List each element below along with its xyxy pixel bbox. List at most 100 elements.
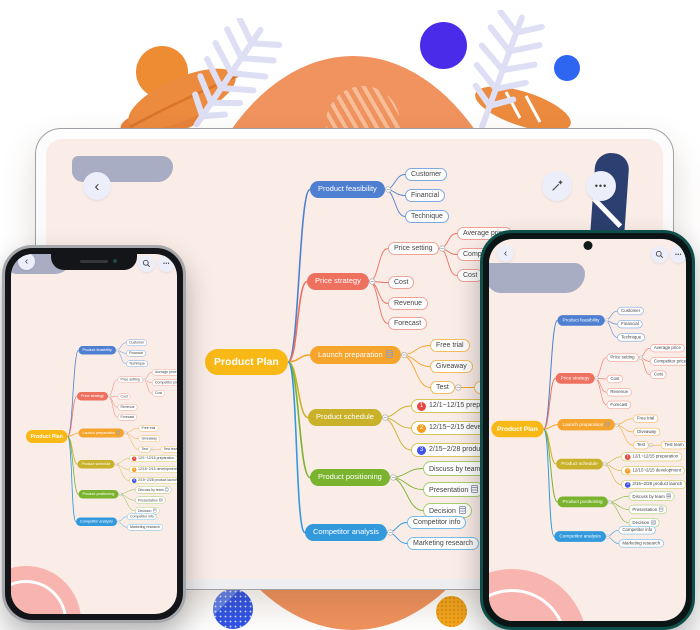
node-price-setting[interactable]: Price setting — [388, 242, 439, 256]
node-revenue[interactable]: Revenue — [117, 404, 138, 411]
node-cost[interactable]: Cost — [606, 374, 624, 384]
node-presentation[interactable]: Presentation — [135, 496, 166, 505]
node-cost[interactable]: Cost — [650, 370, 667, 379]
node-average-price[interactable]: Average price — [152, 369, 177, 376]
node-average-price[interactable]: Average price — [650, 344, 685, 353]
node-product-plan[interactable]: Product Plan — [26, 430, 68, 444]
node-product-feasibility[interactable]: Product feasibility — [557, 315, 605, 326]
node-customer[interactable]: Customer — [126, 339, 148, 347]
magic-wand-button[interactable] — [542, 171, 572, 201]
note-icon — [152, 508, 157, 513]
node-competitor-info[interactable]: Competitor info — [618, 526, 657, 535]
node-forecast[interactable]: Forecast — [606, 400, 632, 409]
more-button[interactable]: ••• — [670, 246, 686, 263]
node-product-positioning[interactable]: Product positioning — [557, 496, 608, 507]
node-launch-preparation[interactable]: Launch preparation — [78, 428, 124, 438]
node-marketing-research[interactable]: Marketing research — [407, 537, 479, 551]
node-financial[interactable]: Financial — [126, 350, 147, 357]
node-presentation[interactable]: Presentation — [423, 482, 485, 498]
node-free-trial[interactable]: Free trial — [430, 339, 470, 353]
search-button[interactable] — [651, 246, 668, 263]
node-competitor-price[interactable]: Competitor price — [152, 379, 177, 387]
node-launch-preparation[interactable]: Launch preparation — [310, 346, 401, 364]
node-discuss-by-team[interactable]: Discuss by team — [628, 491, 675, 501]
node-product-plan[interactable]: Product Plan — [205, 349, 288, 376]
node-competitor-price[interactable]: Competitor price — [650, 357, 686, 366]
node-product-positioning[interactable]: Product positioning — [78, 490, 119, 499]
back-button[interactable]: ‹ — [497, 245, 514, 262]
node-financial[interactable]: Financial — [405, 189, 446, 203]
search-button[interactable] — [138, 255, 155, 272]
pink-blob-decor — [489, 569, 587, 621]
node-financial[interactable]: Financial — [617, 320, 643, 329]
node-price-setting[interactable]: Price setting — [117, 376, 143, 384]
node-competitor-analysis[interactable]: Competitor analysis — [554, 531, 606, 542]
node-marketing-research[interactable]: Marketing research — [127, 524, 163, 531]
note-icon — [471, 484, 479, 493]
node-forecast[interactable]: Forecast — [388, 317, 428, 331]
node-product-feasibility[interactable]: Product feasibility — [310, 181, 385, 198]
node-competitor-analysis[interactable]: Competitor analysis — [305, 524, 387, 541]
note-icon — [605, 421, 610, 427]
node-test-team[interactable]: Test team — [660, 441, 686, 450]
back-button[interactable]: ‹ — [18, 254, 35, 270]
dotted-blue-circle — [213, 589, 253, 629]
node-product-feasibility[interactable]: Product feasibility — [78, 346, 116, 355]
mindmap-connectors — [287, 174, 474, 544]
front-camera — [112, 259, 117, 263]
node-technique[interactable]: Technique — [617, 333, 645, 342]
more-button[interactable]: ••• — [586, 171, 616, 201]
node-product-schedule[interactable]: Product schedule — [77, 460, 115, 469]
node-free-trial[interactable]: Free trial — [138, 425, 159, 432]
node-free-trial[interactable]: Free trial — [633, 414, 659, 423]
node-decision[interactable]: Decision — [423, 503, 472, 519]
node-technique[interactable]: Technique — [405, 210, 449, 224]
node-launch-preparation[interactable]: Launch preparation — [557, 419, 615, 431]
purple-circle-decor — [420, 22, 467, 69]
pink-blob-decor — [11, 566, 81, 614]
node-customer[interactable]: Customer — [405, 168, 448, 182]
node-giveaway[interactable]: Giveaway — [430, 360, 473, 374]
node-marketing-research[interactable]: Marketing research — [618, 539, 664, 548]
priority-badge: 2 — [417, 423, 426, 433]
node-product-positioning[interactable]: Product positioning — [310, 469, 390, 486]
node-product-plan[interactable]: Product Plan — [491, 420, 544, 438]
node-product-schedule[interactable]: Product schedule — [556, 458, 603, 470]
node-technique[interactable]: Technique — [126, 360, 148, 368]
node-customer[interactable]: Customer — [617, 306, 644, 316]
node-product-schedule[interactable]: Product schedule — [308, 409, 382, 426]
node-competitor-info[interactable]: Competitor info — [127, 513, 157, 521]
phone-right-screen: ‹ ••• Product Plan Product feasibility Cus… — [489, 239, 686, 621]
more-button[interactable]: ••• — [158, 255, 175, 272]
node-forecast[interactable]: Forecast — [117, 414, 138, 421]
node-competitor-analysis[interactable]: Competitor analysis — [76, 517, 117, 526]
node-cost[interactable]: Cost — [388, 276, 415, 290]
node-cost[interactable]: Cost — [152, 390, 166, 397]
node-test-team[interactable]: Test team — [160, 446, 177, 453]
node-price-strategy[interactable]: Price strategy — [77, 392, 108, 401]
node-price-strategy[interactable]: Price strategy — [307, 273, 369, 290]
node-price-setting[interactable]: Price setting — [606, 353, 639, 362]
node-revenue[interactable]: Revenue — [606, 388, 632, 397]
node-test[interactable]: Test — [138, 446, 151, 453]
node-test[interactable]: Test — [430, 381, 455, 395]
back-button[interactable]: ‹ — [83, 172, 111, 200]
node-cost[interactable]: Cost — [117, 393, 131, 401]
node-giveaway[interactable]: Giveaway — [138, 435, 160, 443]
node-test[interactable]: Test — [633, 441, 649, 450]
node-presentation[interactable]: Presentation — [628, 504, 668, 515]
node-giveaway[interactable]: Giveaway — [633, 427, 660, 437]
node-revenue[interactable]: Revenue — [388, 297, 429, 311]
node-price-strategy[interactable]: Price strategy — [555, 373, 595, 384]
node-discuss-by-team[interactable]: Discuss by team — [135, 486, 172, 494]
node-competitor-info[interactable]: Competitor info — [407, 516, 467, 530]
magic-wand-icon — [552, 180, 563, 191]
